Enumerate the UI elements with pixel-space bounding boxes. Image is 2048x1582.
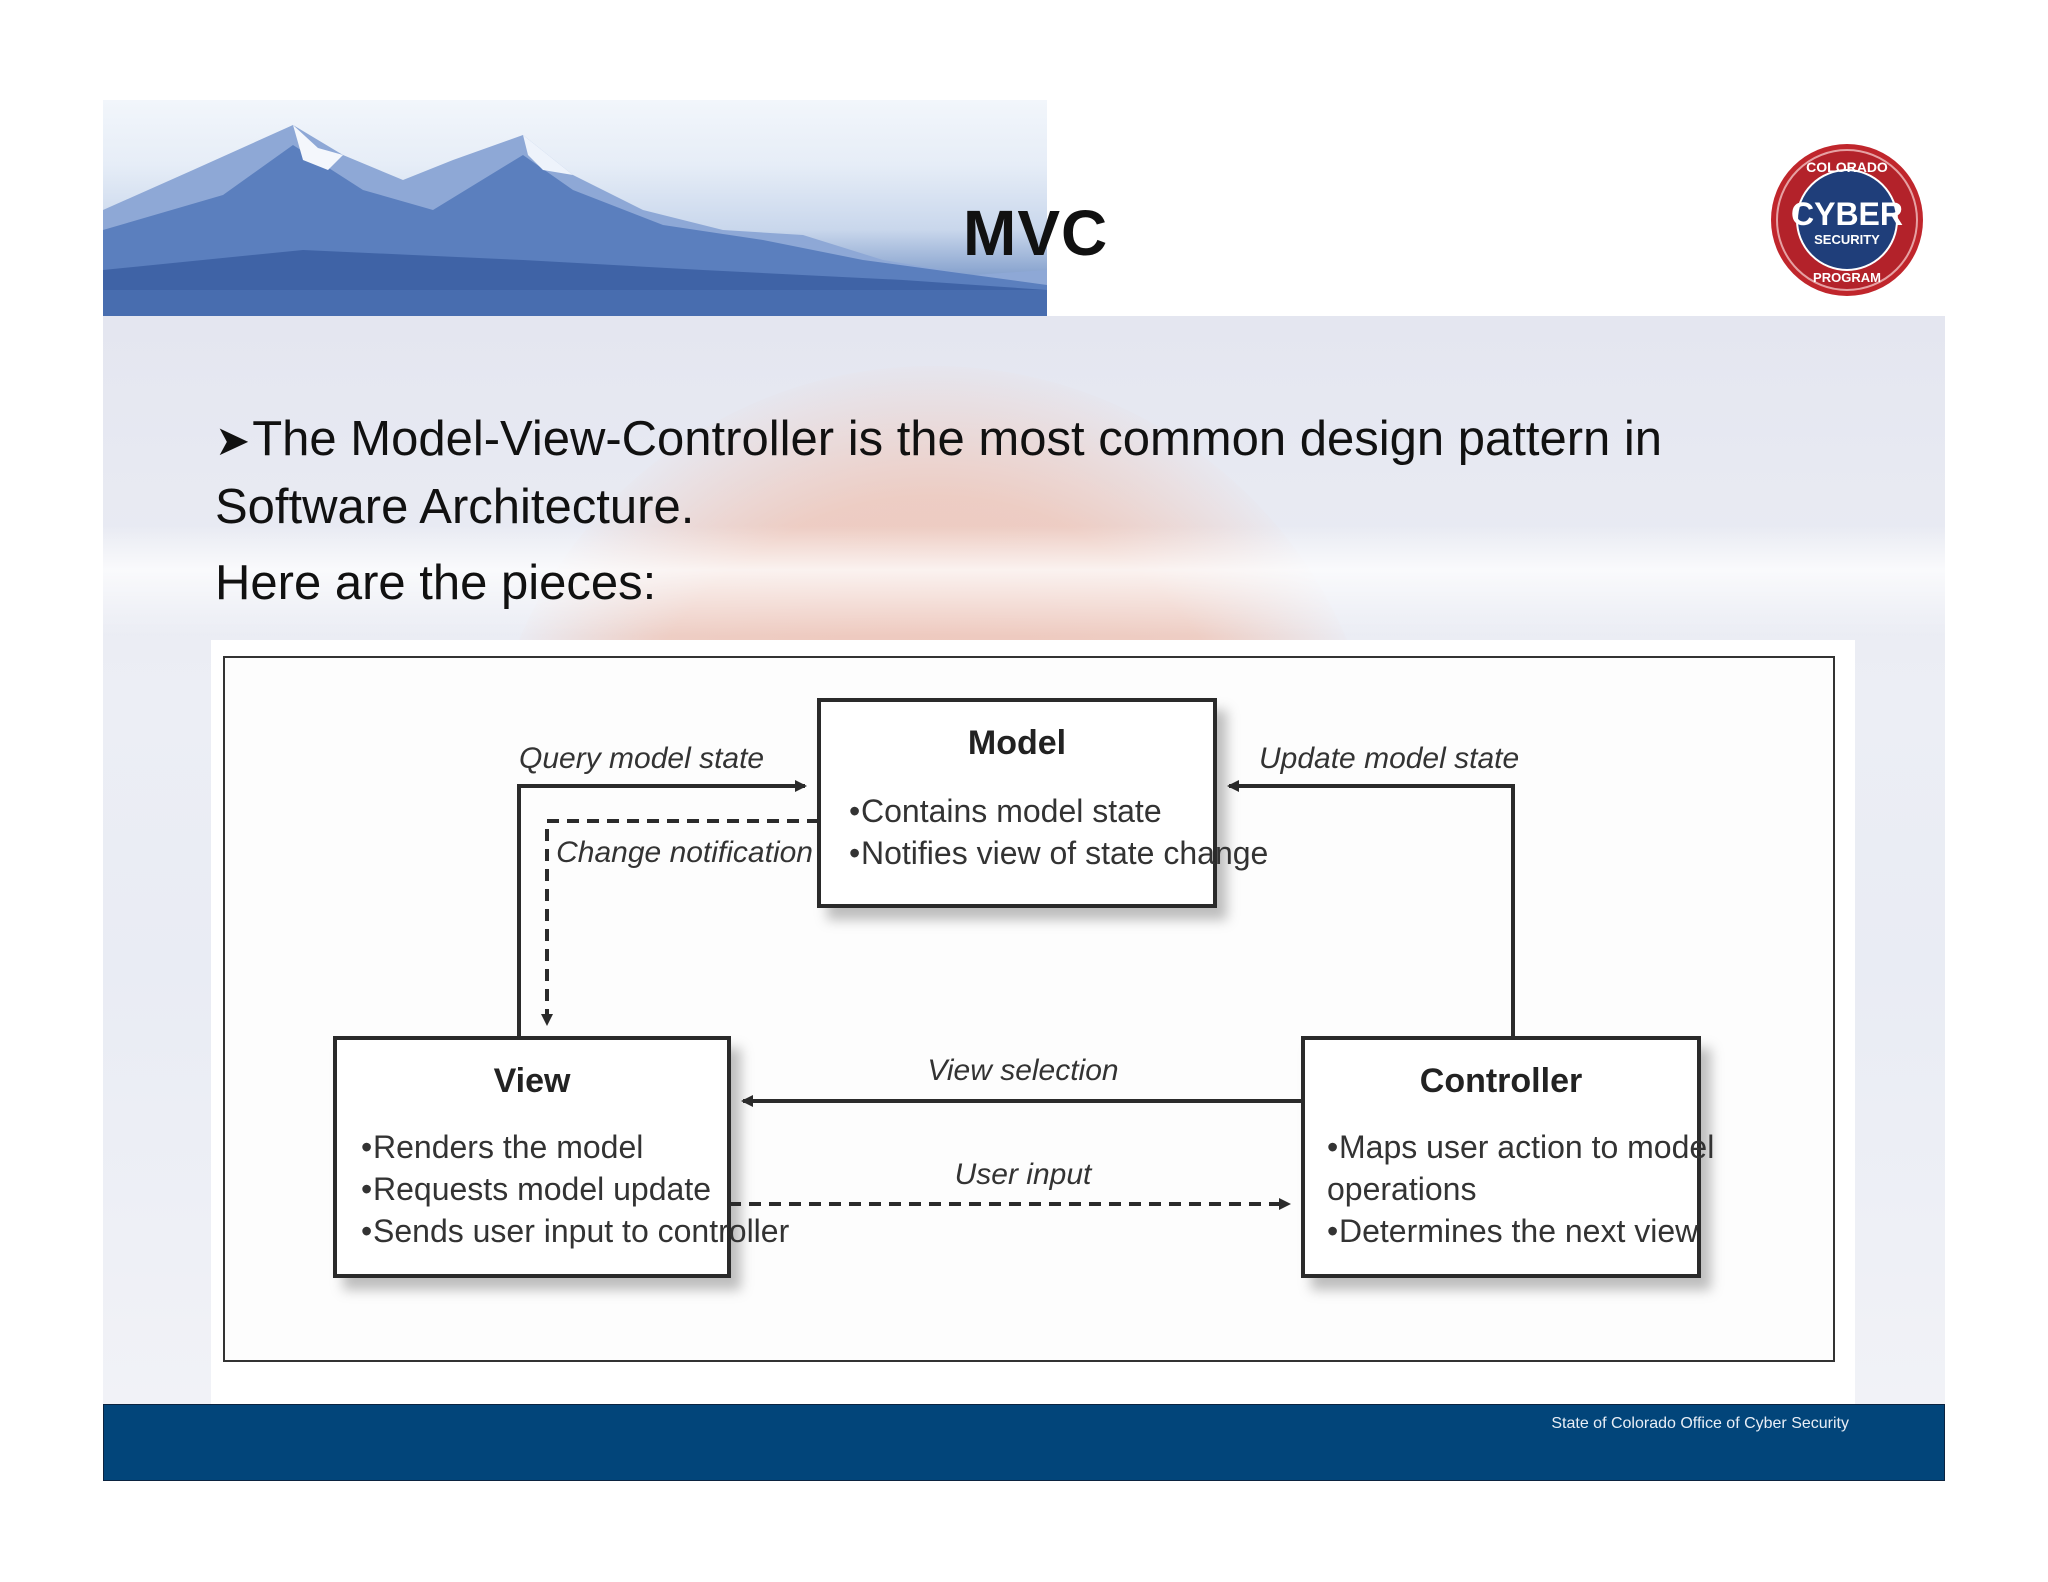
model-item-1-bullet: • (849, 793, 860, 829)
logo-top-text: COLORADO (1806, 159, 1888, 175)
controller-item-1-cont: operations (1327, 1171, 1476, 1207)
bullet-line-2: Software Architecture. (215, 480, 695, 534)
user-input-edge: User input (729, 1158, 1291, 1210)
controller-item-2-bullet: • (1327, 1213, 1338, 1249)
view-item-2-bullet: • (361, 1171, 372, 1207)
change-notification-label: Change notification (556, 836, 813, 869)
view-item-1-bullet: • (361, 1129, 372, 1165)
model-item-1: Contains model state (861, 793, 1162, 829)
bullet-text-block: ➤The Model-View-Controller is the most c… (215, 406, 1815, 616)
mountain-banner-image (103, 100, 1047, 316)
view-item-2: Requests model update (373, 1171, 711, 1207)
pieces-heading: Here are the pieces: (215, 556, 657, 610)
view-item-3: Sends user input to controller (373, 1213, 790, 1249)
model-item-2: Notifies view of state change (861, 835, 1268, 871)
query-model-state-edge: Query model state (517, 742, 807, 1038)
model-item-2-bullet: • (849, 835, 860, 871)
model-box: Model • Contains model state • Notifies … (817, 698, 1268, 908)
view-box: View • Renders the model • Requests mode… (333, 1036, 790, 1278)
background-cloud-band (103, 526, 1945, 636)
update-model-state-label: Update model state (1259, 742, 1519, 775)
update-model-state-edge: Update model state (1227, 742, 1519, 1038)
slide-title: MVC (963, 197, 1109, 269)
cyber-security-logo: COLORADO CYBER SECURITY PROGRAM (1769, 142, 1925, 298)
footer-text: State of Colorado Office of Cyber Securi… (1551, 1415, 1849, 1432)
view-selection-label: View selection (927, 1054, 1118, 1087)
controller-title: Controller (1420, 1062, 1582, 1100)
controller-item-1: Maps user action to model (1339, 1129, 1714, 1165)
logo-sub-text: SECURITY (1814, 232, 1880, 247)
logo-bottom-text: PROGRAM (1813, 270, 1881, 285)
view-title: View (494, 1062, 571, 1100)
controller-box: Controller • Maps user action to model o… (1301, 1036, 1714, 1278)
slide: MVC COLORADO CYBER SECURITY PROGRAM ➤The… (103, 100, 1945, 1481)
footer-bar: State of Colorado Office of Cyber Securi… (103, 1404, 1945, 1481)
view-item-1: Renders the model (373, 1129, 643, 1165)
change-notification-edge: Change notification (541, 819, 819, 1026)
bullet-line-1: The Model-View-Controller is the most co… (252, 412, 1663, 466)
arrow-bullet-icon: ➤ (215, 417, 251, 464)
controller-item-1-bullet: • (1327, 1129, 1338, 1165)
user-input-label: User input (955, 1158, 1093, 1191)
view-item-3-bullet: • (361, 1213, 372, 1249)
logo-main-text: CYBER (1791, 196, 1903, 232)
mvc-diagram: Model • Contains model state • Notifies … (333, 698, 1714, 1278)
view-selection-edge: View selection (741, 1054, 1303, 1107)
controller-item-2: Determines the next view (1339, 1213, 1699, 1249)
query-model-state-label: Query model state (519, 742, 764, 775)
model-title: Model (968, 724, 1066, 762)
